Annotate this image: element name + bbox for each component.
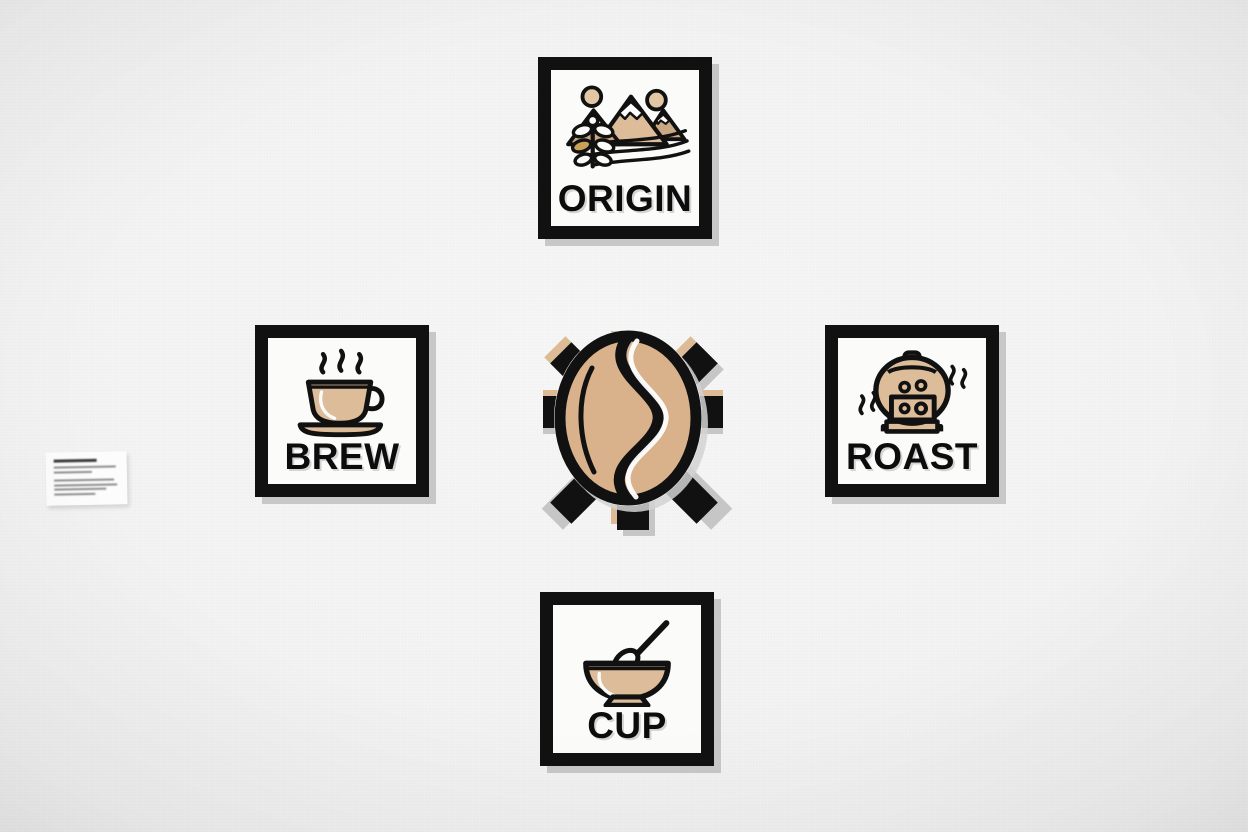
panel-roast-label: ROAST — [846, 436, 978, 477]
coffee-bean — [554, 330, 708, 512]
placard-body-line — [54, 478, 114, 482]
panel-cup[interactable]: CUP — [540, 592, 714, 766]
placard-body-line — [54, 487, 107, 491]
panel-cup-label: CUP — [587, 705, 667, 746]
panel-brew[interactable]: BREW — [255, 325, 429, 497]
mountain-farm-icon — [566, 85, 691, 169]
placard-body-line — [54, 483, 118, 487]
panel-brew-label: BREW — [284, 436, 400, 477]
placard-body-line — [54, 492, 96, 496]
placard-title-line — [53, 458, 97, 463]
panel-roast[interactable]: ROAST — [825, 325, 999, 497]
bowl-spoon-icon — [583, 620, 671, 707]
panel-origin[interactable]: ORIGIN — [538, 57, 712, 239]
panel-origin-label: ORIGIN — [557, 178, 693, 219]
placard-body-line — [53, 465, 117, 469]
wall-placard — [45, 451, 128, 506]
coffee-cup-icon — [297, 348, 385, 438]
placard-body-line — [53, 470, 92, 474]
roaster-drum-icon — [858, 350, 968, 434]
